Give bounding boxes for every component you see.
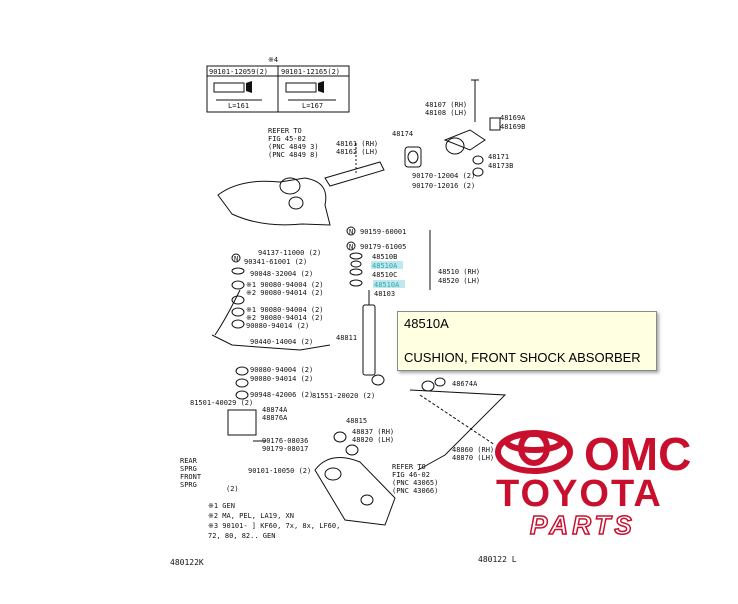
label-48510a-lower[interactable]: 48510A	[374, 281, 400, 289]
lower-arm-drawing	[314, 377, 507, 526]
label-48520-lh: 48520 (LH)	[438, 277, 480, 285]
left-col-5: ※1 90080-94004 (2)	[246, 306, 324, 314]
label-81501: 81501-40029 (2)	[190, 399, 253, 407]
sprg-left-2: FRONT	[180, 473, 202, 481]
label-48171: 48171	[488, 153, 509, 161]
table-left-header: 90101-12059(2)	[209, 68, 268, 76]
sprg-left-1: SPRG	[180, 465, 197, 473]
left-col-3: ※1 90080-94004 (2)	[246, 281, 324, 289]
label-90159: 90159-60001	[360, 228, 406, 236]
shock-absorber-drawing	[349, 230, 431, 386]
left-col-9: 90080-94004 (2)	[250, 366, 313, 374]
label-48173: 48173B	[488, 162, 513, 170]
label-48108: 48108 (LH)	[425, 109, 467, 117]
label-48169b: 48169B	[500, 123, 525, 131]
stabilizer-drawing	[211, 267, 331, 442]
diagram-code-left: 480122K	[170, 558, 204, 567]
note-4: 72, 80, 82.. GEN	[208, 532, 275, 540]
lower-labels: 48674A 48837 (RH) 48820 (LH) 48860 (RH) …	[352, 380, 494, 495]
label-48870: 48870 (LH)	[452, 454, 494, 462]
diagram-code-right: 480122 L	[478, 555, 517, 564]
refer-upper-4: (PNC 4849 8)	[268, 151, 319, 159]
left-col-1: 90341-61001 (2)	[244, 258, 307, 266]
logo-omc-text: OMC	[584, 428, 691, 480]
left-col-15: 90179-08017	[262, 445, 308, 453]
n-marker-2: N	[349, 243, 353, 251]
refer-upper-1: REFER TO	[268, 127, 302, 135]
tooltip-part-number: 48510A	[404, 316, 449, 331]
label-90170-b: 90170-12016 (2)	[412, 182, 475, 190]
note-1: ※1 GEN	[208, 502, 235, 510]
stabilizer-labels: N 94137-11000 (2) 90341-61001 (2) 90048-…	[180, 249, 375, 493]
label-90101-bottom: 90101-10050 (2)	[248, 467, 311, 475]
n-marker-1: N	[349, 228, 353, 236]
label-paren2: (2)	[226, 485, 239, 493]
label-48162: 48162 (LH)	[336, 148, 378, 156]
table-right-header: 90101-12165(2)	[281, 68, 340, 76]
note-2: ※2 MA, PEL, LA19, XN	[208, 512, 294, 520]
left-col-6: ※2 90080-94014 (2)	[246, 314, 324, 322]
refer-lower-3: (PNC 43065)	[392, 479, 438, 487]
left-col-13: 48876A	[262, 414, 288, 422]
tooltip-description: CUSHION, FRONT SHOCK ABSORBER	[404, 350, 641, 365]
label-48161: 48161 (RH)	[336, 140, 378, 148]
shock-labels: N 90159-60001 N 90179-61005 48510B 48510…	[346, 226, 480, 298]
left-col-8: 90440-14004 (2)	[250, 338, 313, 346]
logo-toyota-text: TOYOTA	[496, 473, 663, 515]
label-48811: 48811	[336, 334, 357, 342]
label-48860: 48860 (RH)	[452, 446, 494, 454]
part-tooltip: 48510A CUSHION, FRONT SHOCK ABSORBER	[397, 311, 657, 371]
left-col-2: 90048-32004 (2)	[250, 270, 313, 278]
refer-lower-4: (PNC 43066)	[392, 487, 438, 495]
sprg-left-3: SPRG	[180, 481, 197, 489]
label-48837: 48837 (RH)	[352, 428, 394, 436]
note-3: ※3 90101- ] KF60, 7x, 8x, LF60,	[208, 522, 340, 530]
label-90170-a: 90170-12004 (2)	[412, 172, 475, 180]
bolt-length-table: ※4 90101-12059(2) 90101-12165(2) L=161 L…	[206, 56, 350, 113]
label-48510b: 48510B	[372, 253, 397, 261]
upper-labels: REFER TO FIG 45-02 (PNC 4849 3) (PNC 484…	[268, 101, 526, 190]
table-right-dim: L=167	[302, 102, 323, 110]
label-48103: 48103	[374, 290, 395, 298]
label-48510a-upper[interactable]: 48510A	[372, 262, 398, 270]
label-48169a: 48169A	[500, 114, 526, 122]
refer-upper-2: FIG 45-02	[268, 135, 306, 143]
refer-lower-2: FIG 46-02	[392, 471, 430, 479]
label-48674: 48674A	[452, 380, 478, 388]
toyota-emblem-icon	[495, 430, 573, 474]
left-col-7: 90080-94014 (2)	[246, 322, 309, 330]
left-col-14: 90176-08036	[262, 437, 308, 445]
refer-upper-3: (PNC 4849 3)	[268, 143, 319, 151]
left-col-0: 94137-11000 (2)	[258, 249, 321, 257]
left-col-4: ※2 90080-94014 (2)	[246, 289, 324, 297]
omc-toyota-parts-logo: OMC TOYOTA PARTS	[495, 428, 691, 540]
label-48820: 48820 (LH)	[352, 436, 394, 444]
upper-frame-drawing	[217, 79, 501, 226]
table-left-dim: L=161	[228, 102, 249, 110]
svg-text:N: N	[234, 255, 238, 263]
table-marker: ※4	[268, 56, 278, 64]
logo-parts-text: PARTS	[530, 510, 636, 540]
label-90179: 90179-61005	[360, 243, 406, 251]
sprg-left-0: REAR	[180, 457, 198, 465]
left-col-10: 90080-94014 (2)	[250, 375, 313, 383]
label-48107: 48107 (RH)	[425, 101, 467, 109]
refer-lower-1: REFER TO	[392, 463, 426, 471]
left-col-12: 48874A	[262, 406, 288, 414]
label-48174: 48174	[392, 130, 413, 138]
label-48510c: 48510C	[372, 271, 397, 279]
label-48815: 48815	[346, 417, 367, 425]
footnotes: ※1 GEN ※2 MA, PEL, LA19, XN ※3 90101- ] …	[208, 502, 340, 540]
left-col-11: 90948-42006 (2)	[250, 391, 313, 399]
label-48510-rh: 48510 (RH)	[438, 268, 480, 276]
label-81551: 81551-20020 (2)	[312, 392, 375, 400]
